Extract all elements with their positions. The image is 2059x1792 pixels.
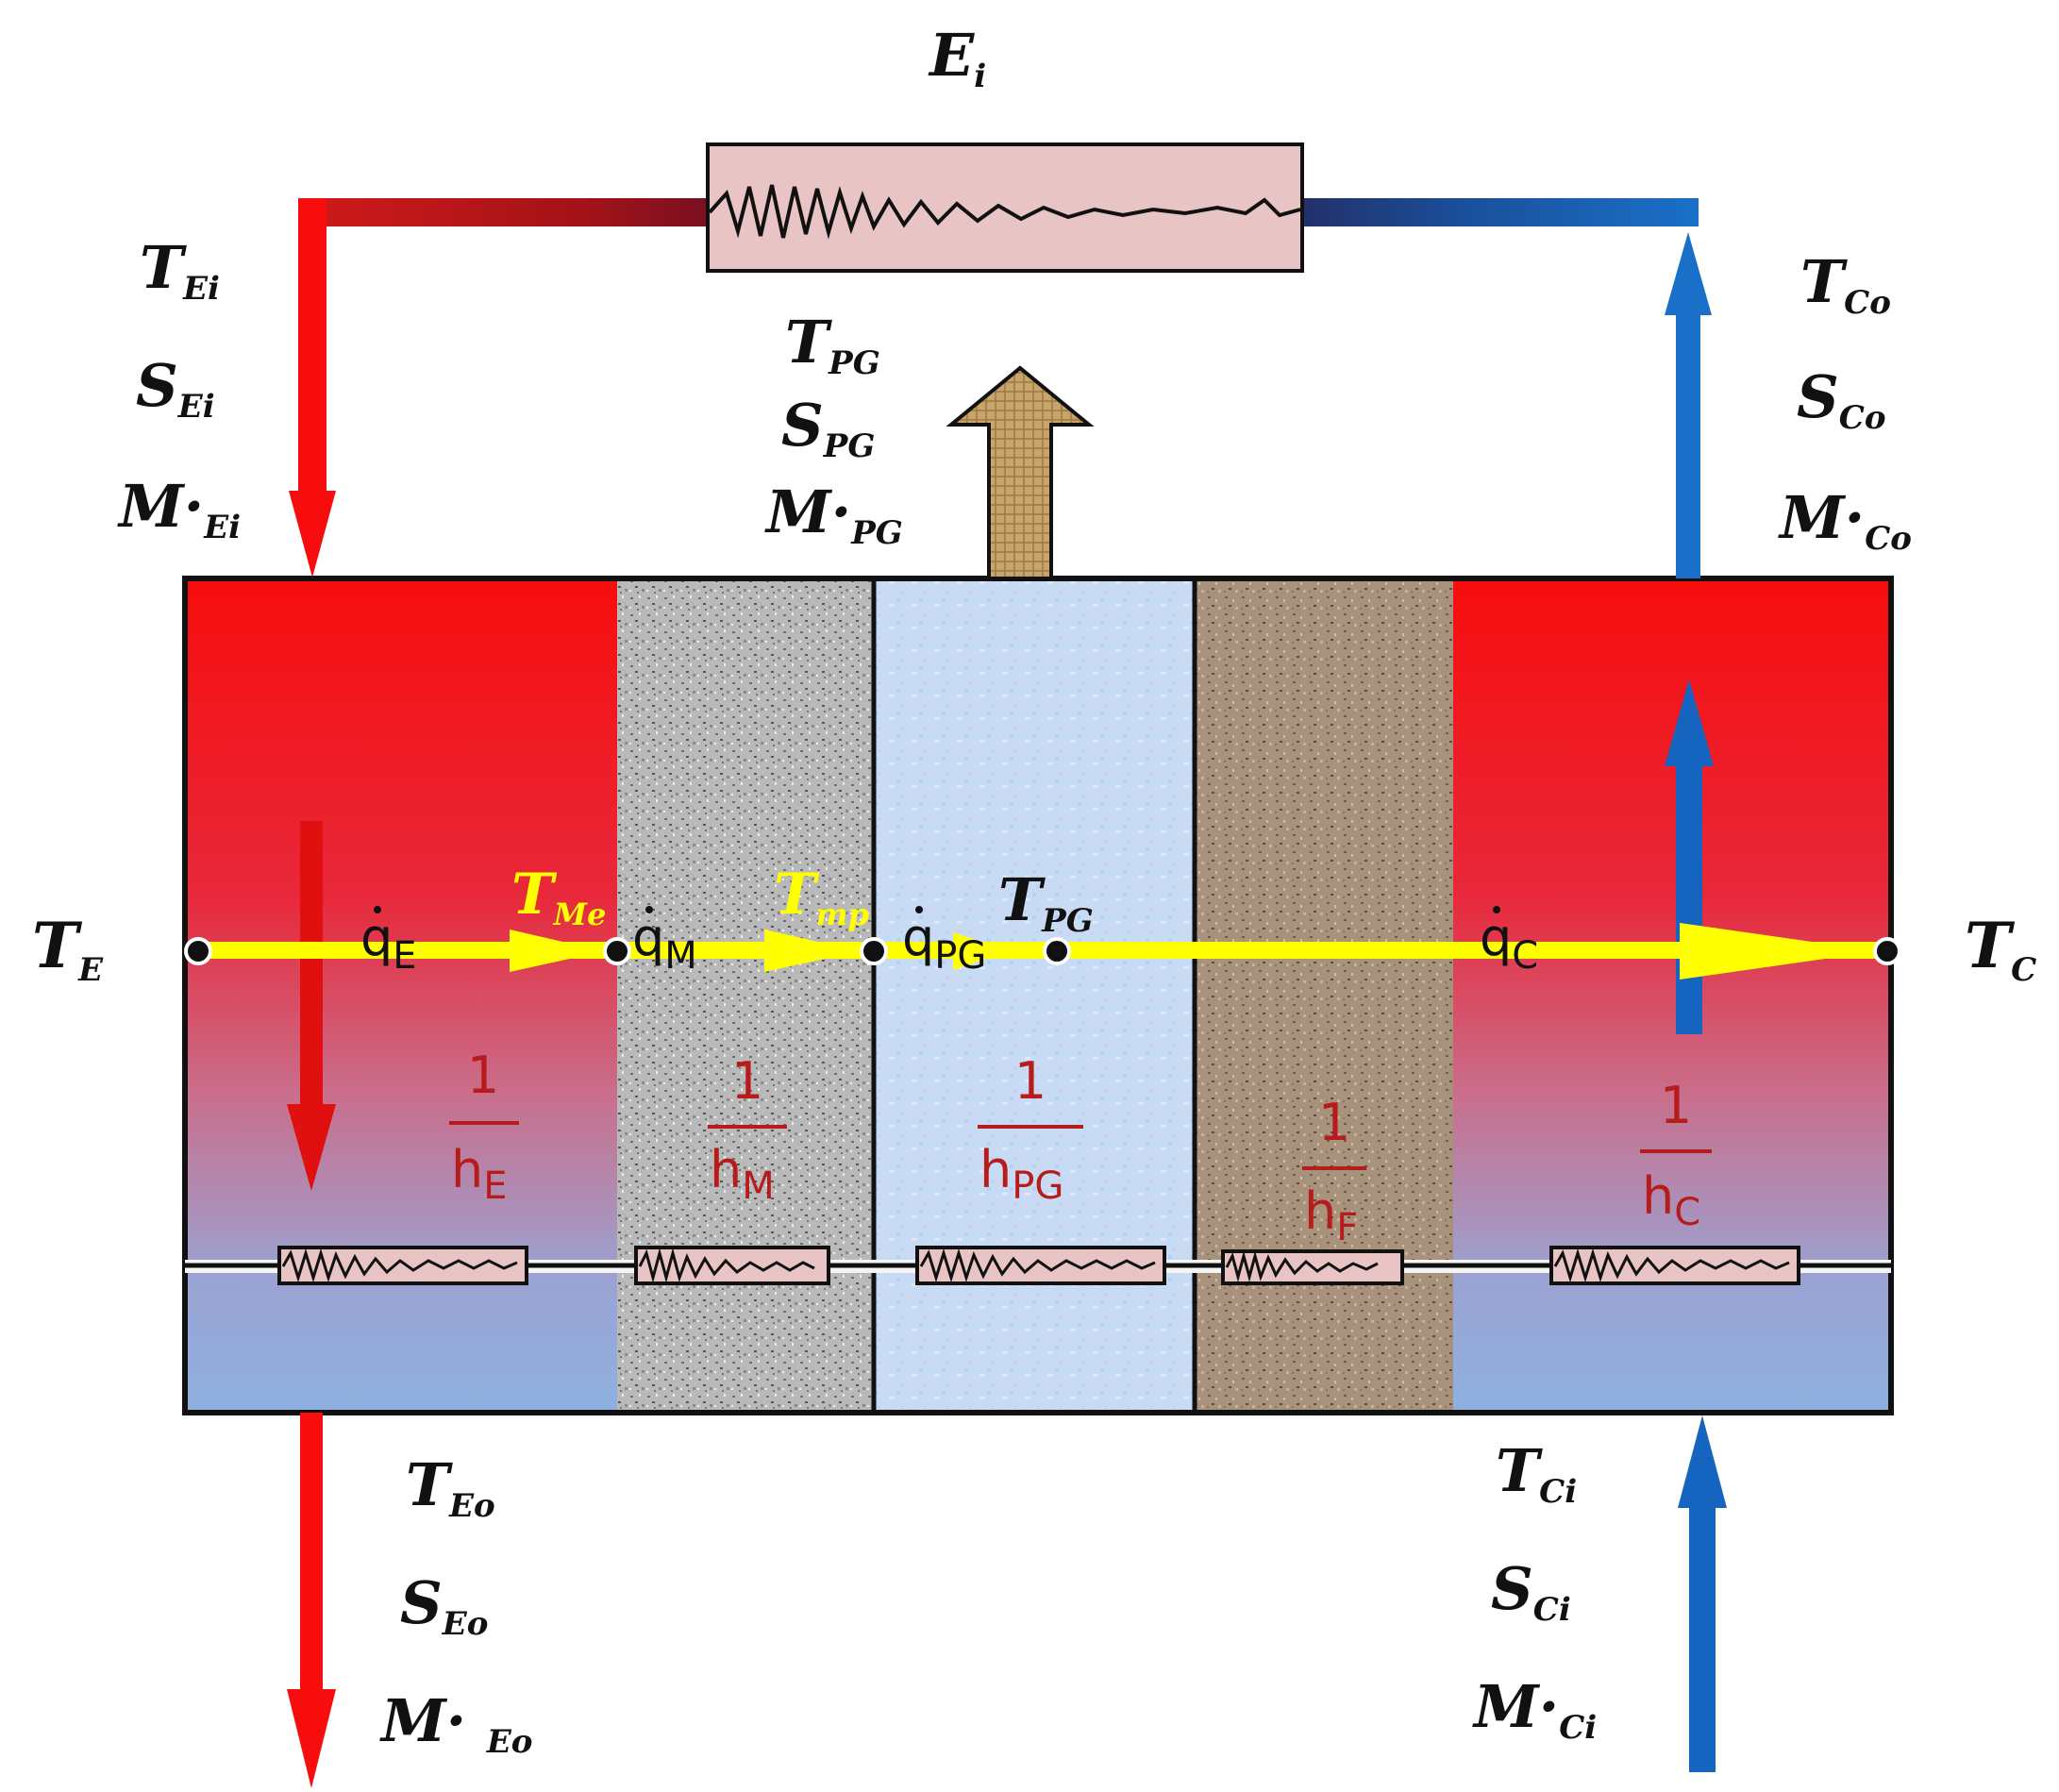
- node-tc-label: TC: [1965, 909, 2036, 989]
- svg-text:qE: qE: [360, 908, 417, 978]
- node-tmp-label: Tmp: [774, 862, 869, 932]
- labels: Ei TEi SEi M·Ei TCo SCo M·Co TPG SPG M·P…: [32, 21, 2036, 1761]
- resistance-label-m: 1 hM: [708, 1051, 787, 1208]
- svg-text:hM: hM: [710, 1140, 775, 1208]
- heat-flow-arrow-pg-icon: [953, 932, 1010, 970]
- hot-outlet-arrow-icon: [287, 1689, 336, 1788]
- product-massflow-label: M·PG: [764, 477, 903, 552]
- cold-return-pipe: [1302, 198, 1699, 226]
- cold-outlet-massflow-label: M·Co: [1778, 483, 1912, 558]
- svg-text:1: 1: [467, 1046, 499, 1105]
- node-te-label: TE: [32, 909, 104, 989]
- product-outlet-arrow-icon: [946, 365, 1095, 580]
- hot-outlet-massflow-label: M· Eo: [379, 1686, 532, 1761]
- heat-flow-label-e: qE: [360, 906, 417, 978]
- heat-flow-label-m: qM: [632, 906, 697, 978]
- resistor-e-icon: [277, 1246, 528, 1285]
- resistance-label-e: 1 hE: [449, 1046, 519, 1208]
- product-gap-layer: [874, 578, 1195, 1413]
- svg-text:1: 1: [1318, 1093, 1350, 1152]
- node-tpg-label: TPG: [998, 865, 1094, 940]
- resistance-label-f: 1 hF: [1302, 1093, 1366, 1249]
- hot-outlet-salinity-label: SEo: [400, 1568, 488, 1643]
- hot-outlet-temperature-label: TEo: [406, 1450, 495, 1525]
- heater-label: Ei: [928, 21, 986, 95]
- svg-text:1: 1: [1014, 1051, 1046, 1111]
- node-tpg: [1043, 937, 1071, 965]
- heat-flow-label-pg: qPG: [902, 906, 986, 978]
- resistor-pg-icon: [915, 1246, 1166, 1285]
- svg-text:hPG: hPG: [979, 1140, 1063, 1208]
- node-tme: [603, 937, 631, 965]
- cold-inlet-temperature-label: TCi: [1496, 1436, 1577, 1511]
- heat-flow-label-c: qC: [1480, 906, 1538, 978]
- node-tme-label: TMe: [511, 862, 606, 932]
- heater: [706, 142, 1304, 273]
- hot-inlet-arrow-icon: [289, 491, 336, 578]
- svg-text:qC: qC: [1480, 908, 1538, 978]
- node-tc: [1873, 937, 1901, 965]
- resistor-boxes: [277, 1246, 1800, 1285]
- cold-inlet-arrow-icon: [1678, 1415, 1727, 1508]
- svg-text:hF: hF: [1304, 1181, 1358, 1249]
- heat-flow-arrow-c-icon: [1680, 923, 1878, 980]
- temperature-nodes: [184, 937, 1901, 965]
- feed-gap-layer: [1195, 578, 1453, 1413]
- hot-loop: [287, 198, 708, 1788]
- node-te: [184, 937, 212, 965]
- hot-inlet-salinity-label: SEi: [136, 351, 215, 426]
- heat-flow-arrow-e-icon: [510, 929, 604, 972]
- resistance-label-pg: 1 hPG: [978, 1051, 1083, 1208]
- cold-outlet-temperature-label: TCo: [1800, 247, 1891, 322]
- cold-inlet-salinity-label: SCi: [1491, 1554, 1571, 1629]
- heater-coil-icon: [708, 184, 1301, 240]
- svg-text:hE: hE: [451, 1140, 508, 1208]
- resistor-c-icon: [1549, 1246, 1800, 1285]
- membrane-layer: [617, 578, 874, 1413]
- svg-text:hC: hC: [1642, 1166, 1700, 1234]
- hot-supply-pipe: [298, 198, 708, 226]
- hot-inlet-massflow-label: M·Ei: [117, 472, 241, 546]
- cold-inlet-massflow-label: M·Ci: [1472, 1672, 1597, 1747]
- cold-outlet-arrow-icon: [1665, 232, 1712, 315]
- resistor-m-icon: [634, 1246, 830, 1285]
- svg-text:1: 1: [1660, 1076, 1692, 1135]
- cold-coolant-channel: [1453, 578, 1891, 1413]
- hot-inlet-temperature-label: TEi: [140, 233, 220, 308]
- hot-feed-channel: [185, 578, 617, 1413]
- product-temperature-label: TPG: [785, 308, 880, 382]
- svg-text:1: 1: [731, 1051, 763, 1111]
- node-tmp: [860, 937, 888, 965]
- product-salinity-label: SPG: [781, 391, 875, 465]
- hot-flow-down-arrow-icon: [287, 1104, 336, 1191]
- svg-text:qM: qM: [632, 908, 697, 978]
- resistance-label-c: 1 hC: [1640, 1076, 1712, 1234]
- dcmd-module: [182, 576, 1894, 1415]
- resistor-f-icon: [1221, 1249, 1404, 1285]
- svg-text:qPG: qPG: [902, 908, 986, 978]
- heat-flow-arrow-m-icon: [764, 929, 859, 972]
- cold-loop: [1302, 198, 1727, 1772]
- cold-flow-up-arrow-icon: [1665, 679, 1714, 766]
- cold-outlet-salinity-label: SCo: [1797, 362, 1886, 437]
